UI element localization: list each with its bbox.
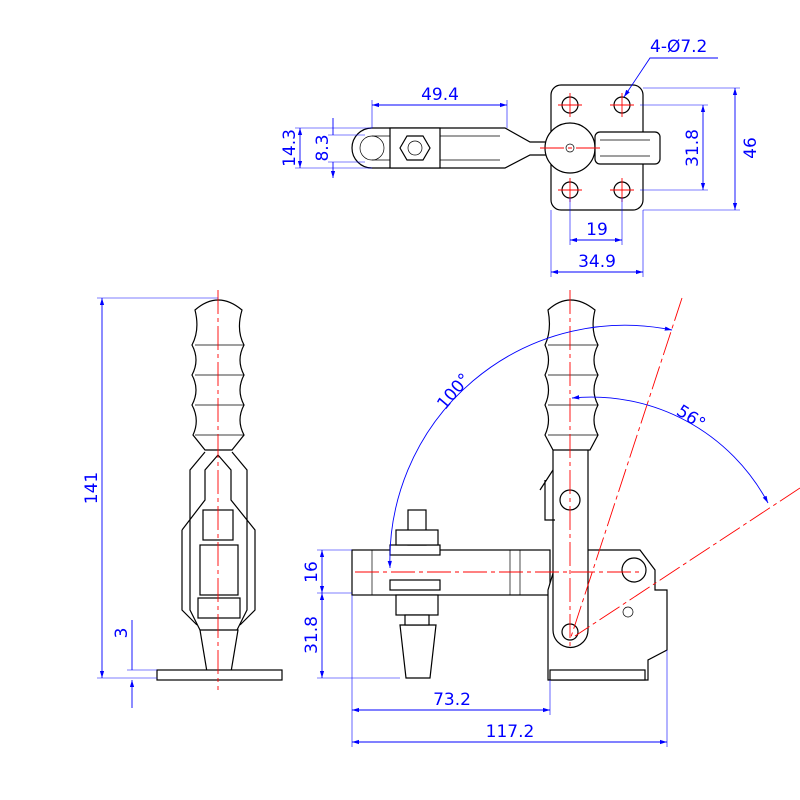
front-view (351, 290, 800, 681)
dimension-lines (97, 57, 769, 747)
release-angle-label: 56° (673, 401, 709, 434)
top-height-inner-label: 8.3 (313, 134, 333, 161)
base-width-label: 34.9 (578, 252, 616, 272)
overall-height-label: 141 (82, 472, 102, 504)
open-angle-label: 100° (433, 370, 475, 414)
base-height-label: 46 (741, 137, 761, 159)
spindle-height-label: 31.8 (302, 616, 322, 654)
hole-callout-label: 4-Ø7.2 (650, 37, 707, 57)
top-handle-length-label: 49.4 (421, 85, 459, 105)
side-view (156, 290, 283, 690)
overall-length-label: 117.2 (486, 722, 535, 742)
hole-spacing-horizontal-label: 19 (586, 220, 608, 240)
top-height-outer-label: 14.3 (280, 129, 300, 167)
base-thickness-label: 3 (112, 628, 132, 639)
bar-height-label: 16 (302, 561, 322, 583)
hole-spacing-vertical-label: 31.8 (683, 129, 703, 167)
top-view (351, 84, 661, 211)
bar-reach-label: 73.2 (433, 690, 471, 710)
dimension-labels: 4-Ø7.2 49.4 14.3 8.3 31.8 46 19 34.9 141… (82, 37, 761, 742)
